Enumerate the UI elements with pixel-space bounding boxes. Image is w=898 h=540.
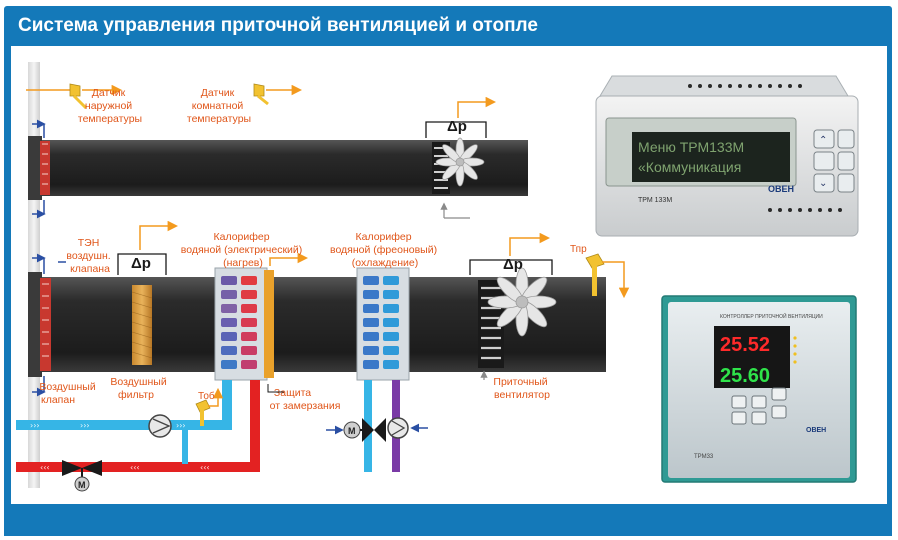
return-temp-label: Тоб	[198, 390, 215, 402]
return-temp-sensor: Тоб	[195, 387, 224, 426]
room-sensor: Датчик комнатной температуры	[187, 83, 303, 125]
exhaust-dp-label: Δp	[447, 118, 467, 135]
exhaust-fan	[432, 137, 485, 219]
trm133m-lcd-line1: Меню ТРМ133М	[638, 139, 744, 155]
trm33-header: КОНТРОЛЛЕР ПРИТОЧНОЙ ВЕНТИЛЯЦИИ	[720, 312, 823, 320]
trm133m-controller: Меню ТРМ133М «Коммуникация ТРМ 133М ОВЕН…	[595, 75, 859, 237]
trm133m-key-2[interactable]	[837, 129, 855, 149]
trm33-key-3[interactable]	[731, 411, 747, 425]
frame-right-border	[887, 46, 892, 504]
heater-valve-label: ТЭН воздушн. клапана	[66, 237, 113, 275]
trm33-display-bottom: 25.60	[720, 365, 770, 387]
trm133m-model: ТРМ 133М	[638, 197, 672, 204]
air-filter-label: Воздушный фильтр	[110, 376, 169, 401]
supply-fan: Приточный вентилятор	[478, 267, 557, 401]
trm133m-lcd-line2: «Коммуникация	[638, 159, 741, 175]
trm33-controller: КОНТРОЛЛЕР ПРИТОЧНОЙ ВЕНТИЛЯЦИИ 25.52 25…	[661, 295, 857, 483]
page-title: Система управления приточной вентиляцией…	[18, 15, 538, 36]
air-valve-label: Воздушный клапан	[39, 381, 98, 406]
trm33-up-button[interactable]	[771, 387, 787, 401]
svg-text:›››: ›››	[176, 421, 186, 430]
trm133m-key-3[interactable]	[813, 151, 835, 171]
trm133m-up-button[interactable]	[813, 129, 835, 149]
filter-dp-label: Δp	[131, 255, 151, 272]
exhaust-dp-sensor: Δp	[425, 96, 497, 138]
outdoor-sensor-label: Датчик наружной температуры	[78, 87, 142, 125]
supply-temp-label: Тпр	[570, 244, 587, 255]
freeze-protection-label: Защита от замерзания	[270, 387, 341, 412]
trm33-key-1[interactable]	[731, 395, 747, 409]
trm33-key-2[interactable]	[751, 395, 767, 409]
exhaust-damper	[40, 141, 50, 195]
water-heater-label: Калорифер водяной (электрический) (нагре…	[181, 231, 305, 269]
freon-cooler: Калорифер водяной (фреоновый) (охлаждени…	[330, 231, 440, 381]
cooler-valve-motor-label: M	[348, 426, 356, 436]
air-filter: Воздушный фильтр	[110, 285, 169, 401]
svg-text:‹‹‹: ‹‹‹	[200, 463, 210, 472]
cooler-pump-icon	[387, 417, 428, 439]
trm133m-key-4[interactable]	[837, 151, 855, 171]
trm33-key-4[interactable]	[751, 411, 767, 425]
svg-text:‹‹‹: ‹‹‹	[130, 463, 140, 472]
freon-cooler-label: Калорифер водяной (фреоновый) (охлаждени…	[330, 231, 440, 269]
supply-temp-sensor: Тпр	[570, 244, 630, 299]
heater-valve-motor-icon: M	[62, 460, 102, 492]
supply-fan-label: Приточный вентилятор	[493, 376, 550, 401]
supply-air-damper	[40, 278, 51, 371]
heater-pump-icon	[148, 414, 172, 438]
outdoor-sensor: Датчик наружной температуры	[26, 83, 142, 125]
title-bar: Система управления приточной вентиляцией…	[4, 6, 892, 46]
heater-valve-motor-label: M	[78, 480, 86, 490]
trm33-model: ТРМ33	[694, 454, 714, 460]
frame-bottom-bar	[4, 504, 892, 536]
frame-left-border	[4, 46, 11, 504]
cooler-valve-motor-icon: M	[326, 418, 386, 442]
trm133m-down-button[interactable]	[813, 173, 835, 193]
svg-text:⌃: ⌃	[819, 135, 827, 146]
supply-dp-sensor: Δp	[469, 232, 553, 275]
svg-text:‹‹‹: ‹‹‹	[40, 463, 50, 472]
trm33-brand: ОВЕН	[806, 427, 826, 434]
svg-text:›››: ›››	[80, 421, 90, 430]
svg-text:⌄: ⌄	[819, 178, 827, 189]
water-heater: Калорифер водяной (электрический) (нагре…	[181, 231, 309, 381]
filter-dp-sensor: Δp	[117, 220, 179, 275]
supply-dp-label: Δp	[503, 256, 523, 273]
room-sensor-label: Датчик комнатной температуры	[187, 87, 251, 125]
trm133m-key-6[interactable]	[837, 173, 855, 193]
trm33-display-top: 25.52	[720, 334, 770, 356]
trm133m-brand: ОВЕН	[768, 184, 794, 194]
trm33-keypad	[731, 387, 787, 425]
water-heater-coils	[221, 276, 257, 369]
freon-cooler-coils	[363, 276, 399, 369]
trm133m-keypad: ⌃ ⌄	[813, 129, 855, 193]
trm33-down-button[interactable]	[771, 405, 787, 419]
svg-text:›››: ›››	[30, 421, 40, 430]
